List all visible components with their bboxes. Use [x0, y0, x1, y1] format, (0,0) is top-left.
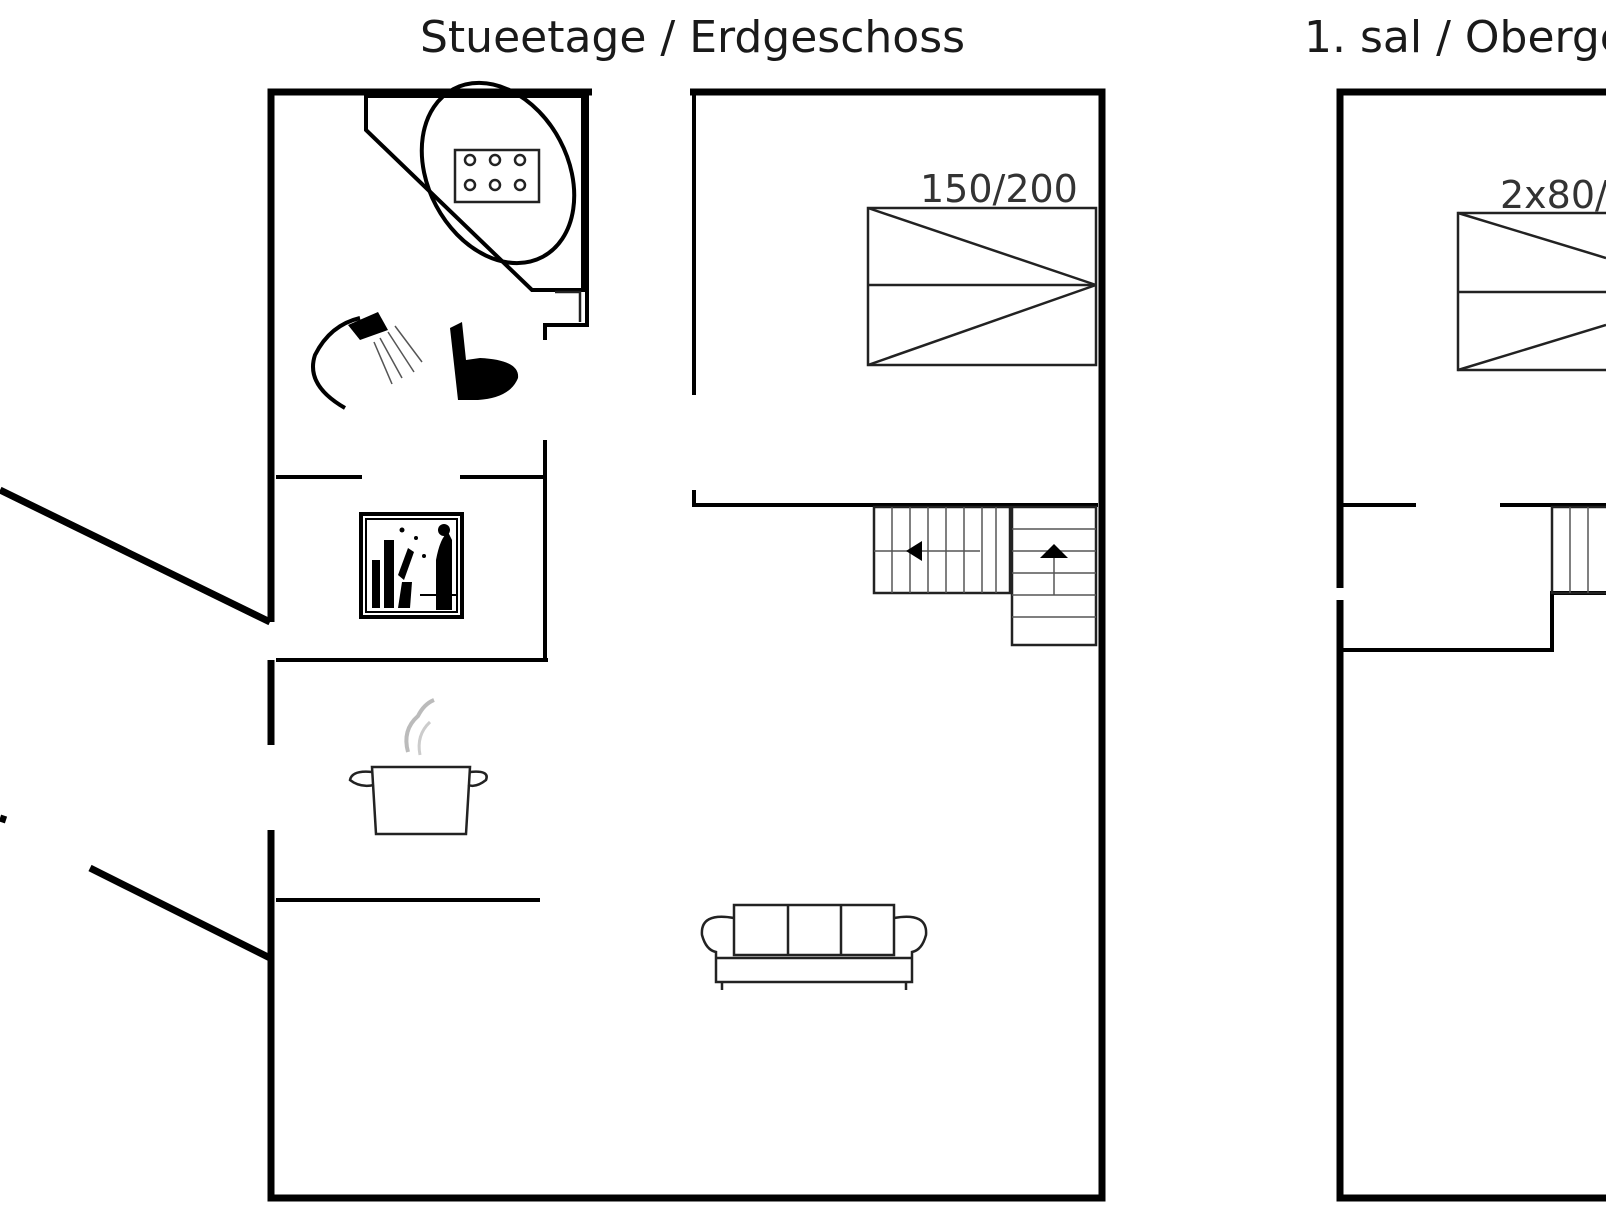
- upper-floor-plan: 1. sal / Oberge 2x80/2: [1304, 12, 1606, 1202]
- ground-floor-plan: Stueetage / Erdgeschoss: [0, 12, 1106, 1202]
- upper-staircase-icon: [1550, 505, 1606, 595]
- cooking-pot-icon: [348, 698, 488, 836]
- upper-bed-size: 2x80/2: [1500, 173, 1606, 217]
- bedroom-walls: [692, 92, 1098, 507]
- upper-floor-inner-walls: [1340, 503, 1606, 652]
- upper-floor-title: 1. sal / Oberge: [1304, 12, 1606, 63]
- twin-beds: 2x80/2: [1456, 173, 1606, 372]
- shower-icon: [311, 312, 423, 410]
- double-bed: 150/200: [866, 167, 1098, 367]
- ground-bed-size: 150/200: [920, 167, 1078, 211]
- toilet-icon: [450, 322, 519, 400]
- ground-floor-outer-walls: [267, 88, 1106, 1202]
- sauna-icon: [359, 512, 464, 619]
- terrace-lines: [0, 486, 272, 962]
- staircase-icon: [872, 505, 1098, 647]
- bathtub-icon: [364, 80, 585, 322]
- sofa-icon: [700, 903, 928, 990]
- bathroom-walls: [276, 92, 589, 662]
- ground-floor-title: Stueetage / Erdgeschoss: [420, 12, 965, 63]
- upper-floor-outer-walls: [1336, 88, 1606, 1202]
